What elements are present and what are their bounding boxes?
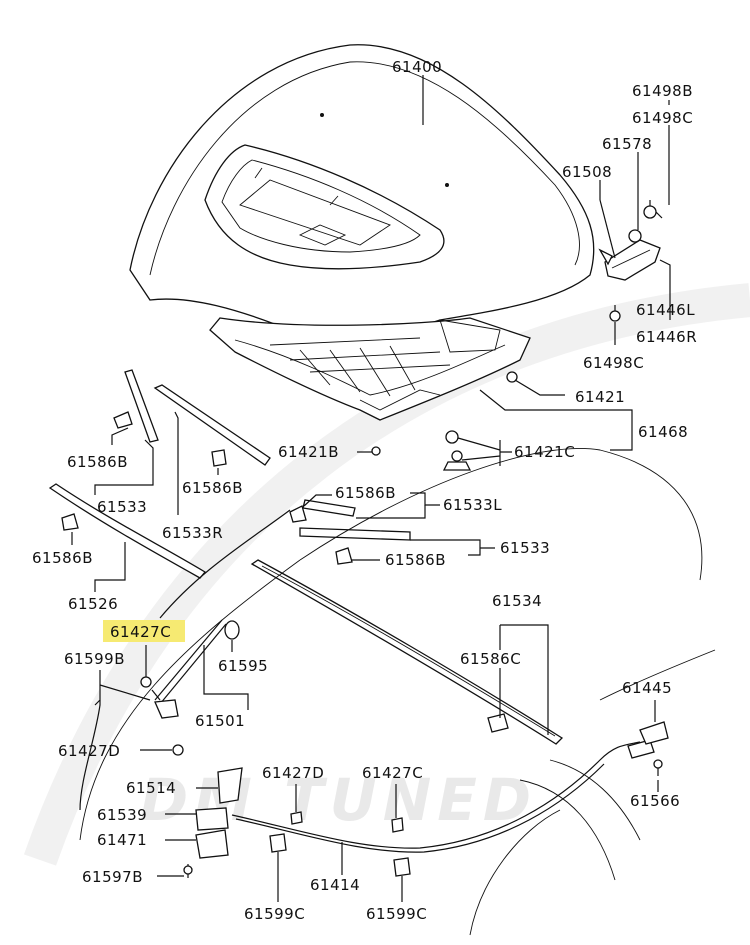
label-61599c-a[interactable]: 61599C <box>244 905 305 923</box>
seal-strips <box>48 369 564 745</box>
hinge-assembly <box>598 199 663 322</box>
part-labels: 61400 61498B 61498C 61578 61508 61446L 6… <box>32 58 697 923</box>
label-61471[interactable]: 61471 <box>97 831 147 849</box>
label-61421b[interactable]: 61421B <box>278 443 339 461</box>
label-61514[interactable]: 61514 <box>126 779 176 797</box>
label-61427d-a[interactable]: 61427D <box>58 742 120 760</box>
label-61421[interactable]: 61421 <box>575 388 625 406</box>
label-61595[interactable]: 61595 <box>218 657 268 675</box>
label-61599c-b[interactable]: 61599C <box>366 905 427 923</box>
label-61586b-e[interactable]: 61586B <box>32 549 93 567</box>
label-61445[interactable]: 61445 <box>622 679 672 697</box>
label-61427c-b[interactable]: 61427C <box>362 764 423 782</box>
label-61586b-b[interactable]: 61586B <box>182 479 243 497</box>
label-61526[interactable]: 61526 <box>68 595 118 613</box>
prop-rod <box>140 619 240 719</box>
label-61586b-a[interactable]: 61586B <box>67 453 128 471</box>
label-61498c-mid[interactable]: 61498C <box>583 354 644 372</box>
label-61421c[interactable]: 61421C <box>514 443 575 461</box>
label-61586b-c[interactable]: 61586B <box>335 484 396 502</box>
label-61446l[interactable]: 61446L <box>636 301 695 319</box>
label-61533r[interactable]: 61533R <box>162 524 223 542</box>
label-61501[interactable]: 61501 <box>195 712 245 730</box>
label-61534[interactable]: 61534 <box>492 592 542 610</box>
clip-61586b <box>61 411 509 733</box>
label-61498b[interactable]: 61498B <box>632 82 693 100</box>
label-61566[interactable]: 61566 <box>630 792 680 810</box>
label-61599b[interactable]: 61599B <box>64 650 125 668</box>
label-61533-a[interactable]: 61533 <box>97 498 147 516</box>
label-61508[interactable]: 61508 <box>562 163 612 181</box>
label-61586c[interactable]: 61586C <box>460 650 521 668</box>
label-61586b-d[interactable]: 61586B <box>385 551 446 569</box>
label-61414[interactable]: 61414 <box>310 876 360 894</box>
fender-outline <box>79 448 716 936</box>
label-61468[interactable]: 61468 <box>638 423 688 441</box>
label-61498c-top[interactable]: 61498C <box>632 109 693 127</box>
latch-and-cable <box>172 721 669 878</box>
label-61539[interactable]: 61539 <box>97 806 147 824</box>
highlight-61427c <box>103 620 185 642</box>
leader-lines <box>71 75 671 902</box>
label-61400[interactable]: 61400 <box>392 58 442 76</box>
hood-panel <box>129 44 595 421</box>
label-61578[interactable]: 61578 <box>602 135 652 153</box>
clips-underside <box>371 371 518 471</box>
label-61427d-b[interactable]: 61427D <box>262 764 324 782</box>
label-61427c-highlighted[interactable]: 61427C <box>110 623 171 641</box>
label-61533l[interactable]: 61533L <box>443 496 502 514</box>
label-61446r[interactable]: 61446R <box>636 328 697 346</box>
label-61597b[interactable]: 61597B <box>82 868 143 886</box>
label-61533-b[interactable]: 61533 <box>500 539 550 557</box>
